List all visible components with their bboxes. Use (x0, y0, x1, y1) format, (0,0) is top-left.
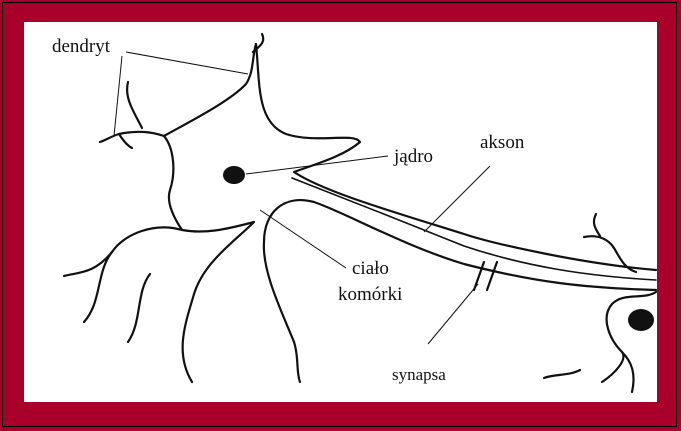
dendrite-lower-left (84, 252, 112, 322)
label-komorki: komórki (338, 284, 402, 305)
right-neuron-top-branch (594, 214, 600, 236)
dendrite-lower-right (294, 342, 300, 382)
leader-dendryt-a (126, 52, 248, 74)
right-neuron-body (602, 292, 656, 382)
nucleus-left (223, 166, 245, 184)
dendrite-upper-branch (253, 34, 263, 52)
axon-inner (292, 178, 656, 280)
right-neuron-bottom (544, 370, 580, 378)
label-akson: akson (480, 132, 525, 153)
label-jadro: jądro (393, 146, 433, 167)
neuron-diagram: dendryt jądro akson ciało komórki synaps… (24, 22, 657, 402)
leader-cialo (260, 210, 346, 268)
axon-lower (264, 200, 656, 342)
label-synapsa: synapsa (392, 365, 446, 384)
leader-jadro (246, 156, 388, 174)
diagram-canvas: dendryt jądro akson ciało komórki synaps… (24, 22, 657, 402)
leader-dendryt-b (114, 56, 122, 136)
label-cialo: ciało (352, 258, 389, 279)
nucleus-right (628, 309, 654, 331)
dendrite-upper (164, 44, 256, 136)
dendrite-left-top (127, 82, 142, 128)
leader-synapsa (428, 284, 478, 344)
leader-akson (424, 166, 490, 232)
cell-body-left (64, 136, 182, 276)
cell-body-lower-left (182, 222, 254, 382)
dendrite-left-branch (119, 134, 132, 148)
right-neuron-top (584, 236, 636, 272)
synapse-mark-2 (487, 262, 497, 290)
label-dendryt: dendryt (52, 36, 111, 57)
dendrite-lower-mid (128, 274, 150, 342)
dendrite-left (100, 132, 164, 142)
